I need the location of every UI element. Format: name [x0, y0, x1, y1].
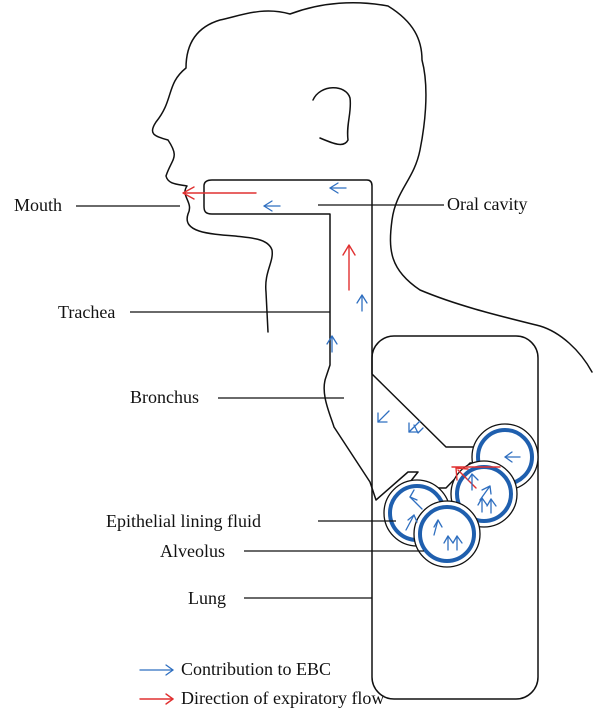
label-lung: Lung	[188, 588, 226, 608]
legend-red-arrow	[140, 694, 173, 704]
legend-red-label: Direction of expiratory flow	[181, 688, 384, 708]
label-epithelial-lining-fluid: Epithelial lining fluid	[106, 511, 261, 531]
red-arrow-mouth	[183, 187, 256, 199]
legend-blue-arrow	[140, 665, 173, 675]
label-trachea: Trachea	[58, 302, 115, 322]
label-alveolus: Alveolus	[160, 541, 225, 561]
label-bronchus: Bronchus	[130, 387, 199, 407]
alveolus-bottom	[414, 501, 480, 567]
label-mouth: Mouth	[14, 195, 62, 215]
red-arrow-trachea	[343, 245, 355, 290]
legend: Contribution to EBC Direction of expirat…	[140, 659, 384, 708]
airway-tube	[204, 180, 512, 510]
label-oral-cavity: Oral cavity	[447, 194, 527, 214]
legend-blue-label: Contribution to EBC	[181, 659, 331, 679]
ear-outline	[313, 88, 350, 145]
